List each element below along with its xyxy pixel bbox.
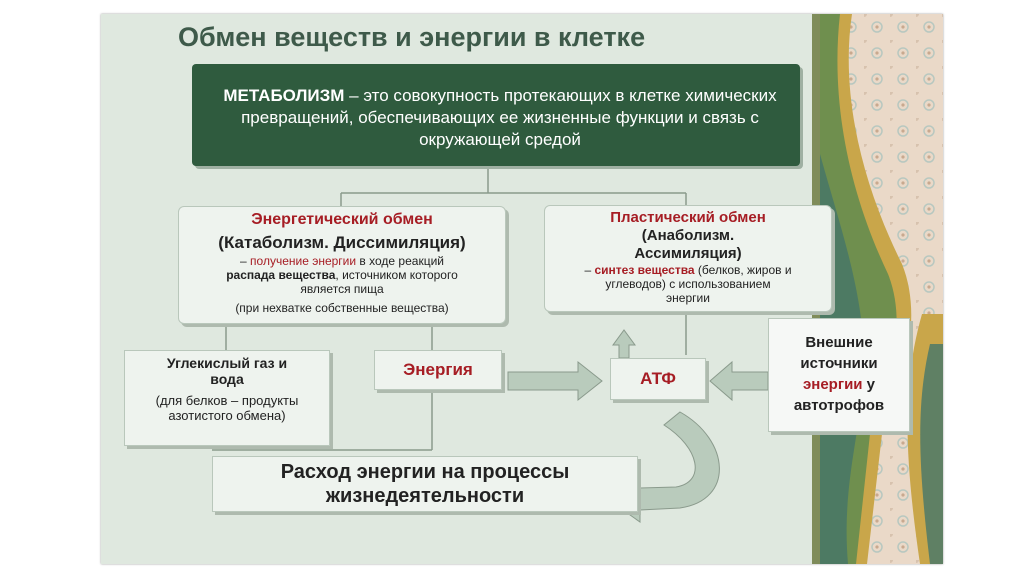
- energy-exchange-subheading: (Катаболизм. Диссимиляция): [218, 233, 466, 252]
- atp-label: АТФ: [640, 369, 676, 388]
- plastic-exchange-subheading: (Анаболизм. Ассимиляция): [634, 227, 742, 262]
- plastic-exchange-description: – синтез вещества (белков, жиров и углев…: [584, 263, 792, 305]
- energy-label: Энергия: [403, 360, 473, 379]
- energy-exchange-note: (при нехватке собственные вещества): [235, 301, 449, 315]
- arrow-atp-up: [612, 329, 636, 359]
- metabolism-term: МЕТАБОЛИЗМ: [223, 86, 345, 105]
- metabolism-definition-box: [192, 64, 800, 166]
- external-sources-text: Внешние источники энергии у автотрофов: [793, 334, 885, 414]
- plastic-exchange-box: Пластический обмен (Анаболизм. Ассимиляц…: [544, 205, 832, 312]
- atp-box: АТФ: [610, 358, 706, 400]
- energy-expense-box: Расход энергии на процессы жизнедеятельн…: [212, 456, 638, 512]
- products-heading: Углекислый газ и вода: [166, 355, 288, 387]
- arrow-energy-to-atp: [507, 360, 603, 402]
- slide-title: Обмен веществ и энергии в клетке: [178, 22, 646, 52]
- products-box: Углекислый газ и вода (для белков – прод…: [124, 350, 330, 446]
- arrow-external-to-atp: [709, 360, 769, 402]
- external-sources-box: Внешние источники энергии у автотрофов: [768, 318, 910, 432]
- energy-exchange-description: – получение энергии в ходе реакций распа…: [226, 254, 458, 296]
- energy-exchange-heading: Энергетический обмен: [251, 211, 433, 228]
- metabolism-definition: МЕТАБОЛИЗМ – это совокупность протекающи…: [208, 85, 792, 151]
- energy-exchange-box: Энергетический обмен (Катаболизм. Диссим…: [178, 206, 506, 324]
- energy-label-box: Энергия: [374, 350, 502, 390]
- decorative-ribbon-panel: [812, 14, 943, 564]
- products-note: (для белков – продукты азотистого обмена…: [155, 393, 299, 423]
- energy-expense-text: Расход энергии на процессы жизнедеятельн…: [280, 461, 570, 507]
- metabolism-definition-text: – это совокупность протекающих в клетке …: [241, 86, 777, 149]
- plastic-exchange-heading: Пластический обмен: [610, 209, 766, 226]
